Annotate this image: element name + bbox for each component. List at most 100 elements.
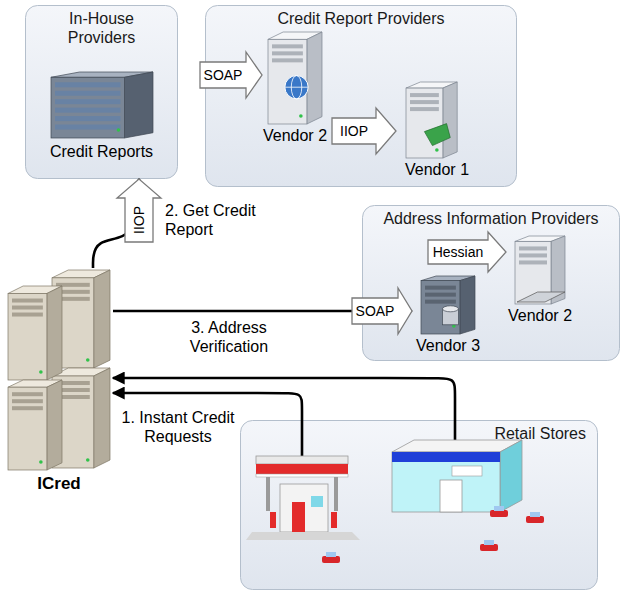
- server-node: Vendor 3: [412, 274, 485, 358]
- server-icon: [51, 72, 153, 138]
- store-door: [440, 480, 462, 512]
- car: [526, 512, 544, 523]
- block-arrow: [352, 288, 412, 334]
- server-label: Vendor 2: [508, 306, 572, 325]
- server-side: [94, 368, 110, 468]
- server-front: [8, 387, 47, 470]
- store-band: [392, 452, 500, 462]
- drive-bay: [12, 313, 43, 317]
- group-outline: [206, 6, 517, 187]
- car: [322, 552, 340, 563]
- forecourt: [246, 532, 360, 540]
- server-icon: [8, 270, 110, 470]
- protocol-label: Hessian: [433, 244, 484, 260]
- server-side: [47, 286, 62, 380]
- server-illustration: [6, 268, 112, 474]
- status-led: [39, 460, 43, 464]
- server-node: Vendor 2: [504, 234, 577, 330]
- store-front: [392, 452, 500, 512]
- provider-group: Credit Report ProvidersVendor 2 Vendor 1: [205, 5, 517, 187]
- server-node: ICred: [5, 268, 113, 500]
- keyboard-symbol: [517, 292, 565, 302]
- drive-bay: [519, 253, 547, 257]
- server-front: [421, 281, 460, 334]
- drive-bay: [519, 246, 547, 250]
- canopy-trim: [256, 474, 348, 477]
- server-side: [94, 270, 110, 368]
- server-label: Vendor 3: [416, 336, 480, 355]
- block-arrow: [332, 108, 396, 154]
- database-top: [442, 306, 458, 312]
- car-body: [322, 556, 340, 563]
- status-led: [116, 128, 120, 132]
- server-side: [443, 82, 457, 158]
- protocol-label: SOAP: [356, 303, 395, 319]
- server-side: [47, 380, 62, 470]
- server-node: Credit Reports: [35, 68, 168, 172]
- server-illustration: [514, 234, 566, 306]
- drive-bay: [272, 51, 303, 55]
- drive-bay: [272, 44, 303, 48]
- status-led: [39, 370, 43, 374]
- drive-bay: [55, 99, 120, 104]
- drive-bay: [12, 399, 43, 403]
- drive-bay: [425, 293, 456, 297]
- protocol-label: SOAP: [204, 67, 243, 83]
- drive-bay: [55, 82, 120, 87]
- store-sign: [452, 466, 482, 476]
- drive-bay: [12, 406, 43, 410]
- drive-bay: [519, 260, 547, 264]
- server-illustration: [47, 68, 157, 142]
- car: [480, 540, 498, 551]
- block-arrow: [428, 232, 506, 272]
- shop-window: [311, 496, 323, 507]
- drive-bay: [55, 116, 120, 121]
- server-front: [406, 88, 443, 158]
- provider-group: In-House ProvidersCredit Reports: [25, 5, 178, 179]
- server-illustration: [420, 274, 476, 336]
- car-window: [494, 506, 504, 511]
- drive-bay: [55, 125, 120, 130]
- drive-bay: [55, 91, 120, 96]
- connector: [113, 393, 302, 456]
- gas-station: [246, 456, 360, 540]
- edge-label: 2. Get Credit Report: [165, 201, 277, 239]
- drive-bay: [12, 392, 43, 396]
- globe-symbol: [285, 76, 308, 99]
- car-window: [530, 512, 540, 517]
- drive-bay: [410, 100, 439, 104]
- drive-bay: [425, 300, 456, 304]
- group-title: Credit Report Providers: [205, 5, 517, 28]
- server-icon: [515, 236, 565, 304]
- retail-store: [392, 440, 522, 512]
- server-illustration: [267, 30, 323, 126]
- fuel-pump: [331, 512, 337, 528]
- edge-label: 3. Address Verification: [168, 318, 290, 356]
- server-illustration: [405, 80, 469, 160]
- status-led: [299, 114, 303, 118]
- drive-bay: [12, 306, 43, 310]
- server-icon: [421, 276, 475, 334]
- car-body: [490, 510, 508, 517]
- group-title: In-House Providers: [42, 5, 162, 47]
- car: [490, 506, 508, 517]
- server-node: Vendor 1: [396, 80, 478, 184]
- provider-group: Address Information ProvidersVendor 3Ven…: [362, 205, 620, 361]
- status-led: [435, 148, 439, 152]
- car-body: [526, 516, 544, 523]
- fuel-pump: [270, 512, 276, 528]
- shop-building: [280, 484, 328, 532]
- group-outline: [363, 206, 620, 361]
- car-window: [484, 540, 494, 545]
- drive-bay: [12, 299, 43, 303]
- server-front: [8, 294, 47, 380]
- server-label: Vendor 1: [405, 160, 469, 179]
- server-label: Vendor 2: [263, 126, 327, 145]
- server-label: ICred: [37, 474, 80, 493]
- status-led: [86, 458, 90, 462]
- pillar: [334, 477, 338, 511]
- canopy-band: [256, 464, 348, 474]
- provider-group: Retail Stores: [240, 420, 598, 590]
- status-led: [86, 358, 90, 362]
